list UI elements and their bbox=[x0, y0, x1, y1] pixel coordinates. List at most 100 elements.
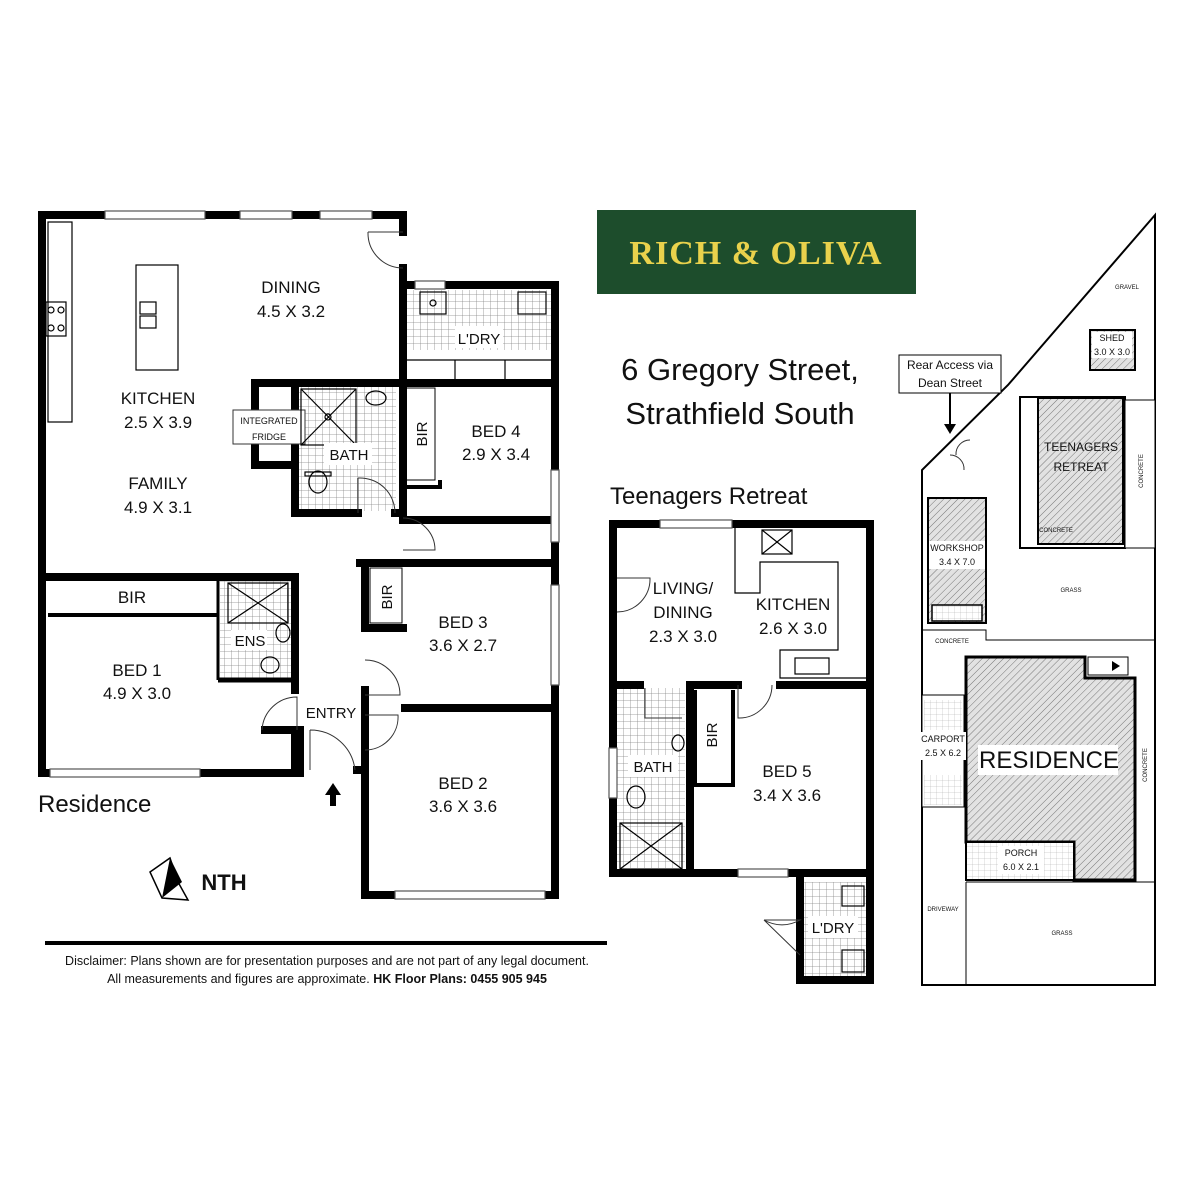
retreat-kitchen-size: 2.6 X 3.0 bbox=[759, 619, 827, 638]
bir-bed3-box bbox=[369, 567, 403, 624]
door-swing bbox=[402, 517, 436, 551]
kitchen-label: KITCHEN bbox=[121, 389, 196, 408]
entry-arrow-icon bbox=[325, 783, 341, 806]
toilet-icon bbox=[304, 471, 332, 477]
entry-label: ENTRY bbox=[306, 705, 357, 722]
window bbox=[49, 768, 201, 778]
kitchen-bench bbox=[47, 221, 73, 423]
site-retreat-building bbox=[1037, 397, 1124, 545]
site-concrete-edge bbox=[922, 629, 1155, 641]
door-swing bbox=[737, 684, 773, 719]
window bbox=[659, 519, 733, 529]
ensuite-label-bg bbox=[231, 630, 267, 650]
site-concrete-strip bbox=[1124, 399, 1156, 549]
retreat-washer-icon bbox=[841, 949, 865, 973]
porch-size: 6.0 X 2.1 bbox=[1003, 862, 1039, 872]
washer-icon bbox=[517, 291, 547, 315]
door-swing bbox=[367, 231, 404, 269]
basin-icon bbox=[365, 390, 387, 406]
retreat-toilet-icon bbox=[626, 785, 646, 809]
compass-label: NTH bbox=[201, 870, 246, 895]
kitchen-island bbox=[135, 264, 179, 371]
bed1-size: 4.9 X 3.0 bbox=[103, 684, 171, 703]
kitchen-size: 2.5 X 3.9 bbox=[124, 413, 192, 432]
retreat-bath-label: BATH bbox=[634, 759, 673, 776]
retreat-laundry-label: L'DRY bbox=[812, 920, 855, 937]
grass-label: GRASS bbox=[1051, 931, 1072, 937]
retreat-shower-icon bbox=[619, 822, 683, 870]
window bbox=[414, 280, 446, 290]
door-swing bbox=[357, 477, 396, 514]
bed3-size: 3.6 X 2.7 bbox=[429, 636, 497, 655]
retreat-plan: Teenagers Retreat LIVING/ DINING bbox=[608, 483, 874, 984]
retreat-sink-icon bbox=[794, 657, 830, 675]
window bbox=[239, 210, 293, 220]
laundry-tub-icon bbox=[429, 299, 437, 307]
shed-label: SHED bbox=[1099, 333, 1125, 343]
retreat-title: Teenagers Retreat bbox=[610, 483, 808, 510]
bir-bed4-label: BIR bbox=[414, 421, 431, 446]
rear-access-line-2: Dean Street bbox=[918, 376, 983, 390]
carport-label: CARPORT bbox=[921, 734, 965, 744]
fridge-label-box bbox=[232, 409, 306, 445]
laundry-label: L'DRY bbox=[458, 331, 501, 348]
retreat-shower-icon bbox=[619, 822, 683, 870]
living-label-2: DINING bbox=[653, 603, 713, 622]
ensuite-shower-icon bbox=[227, 582, 289, 624]
laundry-tub-icon bbox=[419, 291, 447, 315]
rear-access-arrow-icon bbox=[944, 424, 956, 434]
disclaimer-line-1: Disclaimer: Plans shown are for presenta… bbox=[65, 954, 589, 968]
rear-access-line-1: Rear Access via bbox=[907, 358, 993, 372]
burner-icon bbox=[57, 324, 65, 332]
retreat-walls bbox=[609, 520, 874, 984]
bath-label-bg bbox=[324, 443, 372, 465]
bed5-label: BED 5 bbox=[762, 762, 811, 781]
gravel-label: GRAVEL bbox=[1115, 285, 1140, 291]
bed2-size: 3.6 X 3.6 bbox=[429, 797, 497, 816]
window bbox=[608, 747, 618, 799]
site-workshop-door bbox=[931, 604, 983, 622]
site-gate-icon bbox=[949, 439, 971, 471]
island-sink-icon bbox=[139, 301, 157, 315]
toilet-icon bbox=[308, 470, 328, 494]
living-size: 2.3 X 3.0 bbox=[649, 627, 717, 646]
cooktop-icon bbox=[45, 301, 67, 337]
door-swing bbox=[644, 688, 682, 719]
address-line-1: 6 Gregory Street, bbox=[621, 352, 859, 387]
compass: NTH bbox=[149, 856, 247, 901]
retreat-laundry-tub-icon bbox=[841, 885, 865, 907]
burner-icon bbox=[47, 324, 55, 332]
brand-logo: RICH & OLIVA bbox=[597, 210, 916, 294]
rear-access-box bbox=[898, 354, 1002, 394]
fridge-label-2: FRIDGE bbox=[252, 432, 286, 442]
burner-icon bbox=[47, 306, 55, 314]
driveway-label: DRIVEWAY bbox=[927, 907, 958, 913]
bed5-size: 3.4 X 3.6 bbox=[753, 786, 821, 805]
family-size: 4.9 X 3.1 bbox=[124, 498, 192, 517]
island-sink-icon bbox=[139, 315, 157, 329]
shower-drain-icon bbox=[324, 413, 332, 421]
retreat-basin-icon bbox=[671, 734, 685, 752]
disclaimer-contact: HK Floor Plans: 0455 905 945 bbox=[373, 972, 547, 986]
north-arrow-icon bbox=[149, 856, 190, 901]
retreat-bir-wall bbox=[693, 690, 735, 787]
burner-icon bbox=[57, 306, 65, 314]
retreat-kitchen-bench bbox=[734, 528, 866, 679]
retreat-laundry-label-bg bbox=[808, 916, 858, 938]
concrete-label: CONCRETE bbox=[1143, 748, 1149, 782]
ensuite-tiles bbox=[220, 578, 295, 680]
ensuite-basin-icon bbox=[275, 623, 291, 643]
porch-label-bg bbox=[998, 846, 1044, 874]
concrete-label: CONCRETE bbox=[1139, 454, 1145, 488]
concrete-label: CONCRETE bbox=[935, 639, 969, 645]
site-carport-hatch bbox=[924, 700, 962, 730]
ensuite-label: ENS bbox=[235, 633, 266, 650]
site-residence-label: RESIDENCE bbox=[979, 747, 1119, 774]
workshop-label-bg bbox=[929, 541, 985, 569]
bath-label: BATH bbox=[330, 447, 369, 464]
retreat-bir-label: BIR bbox=[704, 722, 721, 747]
bed1-label: BED 1 bbox=[112, 661, 161, 680]
window bbox=[319, 210, 373, 220]
north-arrow-icon bbox=[162, 858, 182, 898]
